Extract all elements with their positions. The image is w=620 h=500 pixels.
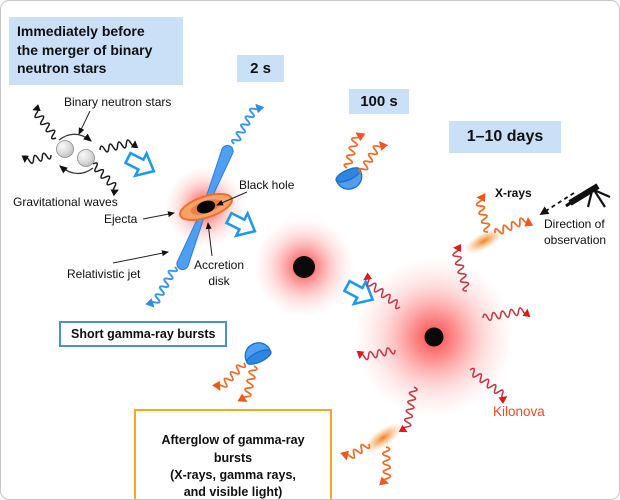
binary-stars: [56, 133, 95, 175]
label-relativistic-jet: Relativistic jet: [67, 267, 141, 281]
afterglow-blob-bottom: [363, 422, 403, 454]
leader-ejecta: [142, 211, 175, 220]
leader-accretion-disk: [205, 222, 213, 257]
orbit-arc-bottom: [59, 165, 94, 175]
label-leader-arrows: [78, 110, 248, 264]
neutron-star-1: [56, 140, 74, 158]
black-hole-2s: [196, 200, 216, 214]
label-x-rays: X-rays: [495, 186, 532, 200]
time-label-100s: 100 s: [349, 89, 409, 114]
leader-black-hole: [216, 191, 248, 206]
callout-short-gamma-ray-bursts: Short gamma-ray bursts: [59, 321, 228, 347]
gravitational-wave-arrows: [23, 106, 137, 194]
label-direction-of-observation: Direction of observation: [544, 217, 607, 247]
telescope-icon: [565, 183, 611, 208]
xray-afterglow-blob: [464, 228, 504, 254]
label-accretion-disk: Accretion disk: [193, 258, 245, 288]
time-label-2s: 2 s: [237, 55, 284, 82]
observation-dashed-arrow: [539, 192, 575, 215]
black-hole-100s: [293, 256, 315, 278]
time-label-days: 1–10 days: [449, 121, 561, 153]
title-box: Immediately before the merger of binary …: [9, 17, 183, 85]
stage-arrow-1: [121, 145, 161, 184]
label-gravitational-waves: Gravitational waves: [13, 195, 118, 209]
merger-remnant-2s: [174, 143, 236, 272]
leader-relativistic-jet: [112, 250, 169, 264]
label-ejecta: Ejecta: [104, 212, 138, 226]
label-binary-neutron-stars: Binary neutron stars: [64, 95, 172, 109]
label-kilonova: Kilonova: [493, 404, 545, 419]
neutron-star-2: [77, 149, 95, 167]
title-text: Immediately before the merger of binary …: [17, 23, 153, 77]
callout-afterglow: Afterglow of gamma-ray bursts (X-rays, g…: [134, 409, 332, 499]
black-hole-kilonova: [424, 327, 444, 347]
label-black-hole: Black hole: [239, 178, 295, 192]
leader-binary: [78, 110, 91, 135]
orbit-arc-top: [58, 133, 92, 142]
jet-remnant-cup-afterglow: [240, 337, 274, 368]
